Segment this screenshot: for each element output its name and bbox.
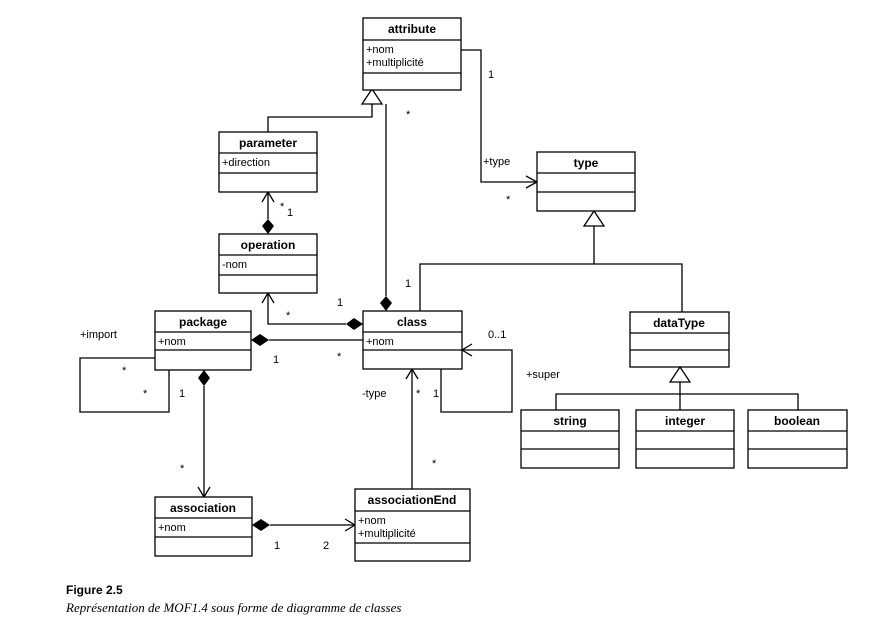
class-association-attr-nom: +nom	[158, 522, 186, 534]
mult-assoc-end-two: 2	[323, 540, 329, 552]
package-class-diamond	[251, 334, 269, 346]
mult-op-class-many: *	[286, 310, 291, 322]
mult-param-op-one: 1	[287, 207, 293, 219]
class-attribute-name: attribute	[388, 22, 436, 36]
mult-class-attr-many: *	[406, 109, 411, 121]
datatype-generalization-triangle	[668, 365, 692, 383]
class-associationend-attr-multiplicite: +multiplicité	[358, 528, 416, 540]
class-type-generalization	[419, 226, 595, 312]
class-datatype: dataType	[629, 311, 730, 368]
class-class-name: class	[397, 315, 427, 329]
datatype-type-generalization	[594, 263, 683, 312]
class-attribute-attr-nom: +nom	[366, 44, 394, 56]
mult-op-class-one: 1	[337, 297, 343, 309]
class-association-name: association	[170, 501, 236, 515]
association-associationend-diamond	[252, 519, 270, 531]
class-class-attr-nom: +nom	[366, 336, 394, 348]
class-integer-name: integer	[665, 414, 705, 428]
class-parameter: parameter +direction	[218, 131, 318, 193]
mult-end-class-many: *	[416, 388, 421, 400]
class-string-name: string	[553, 414, 586, 428]
class-boolean-name: boolean	[774, 414, 820, 428]
class-operation: operation -nom	[218, 233, 318, 294]
role-class-super: +super	[526, 369, 560, 381]
mult-pkg-import-many-b: *	[143, 388, 148, 400]
mult-pkg-class-many: *	[337, 351, 342, 363]
class-parameter-attr-direction: +direction	[222, 157, 270, 169]
class-integer: integer	[635, 409, 735, 469]
mult-class-type-one: 1	[405, 278, 411, 290]
figure-number: Figure 2.5	[66, 583, 123, 597]
mult-end-many: *	[432, 458, 437, 470]
mult-param-op-many: *	[280, 201, 285, 213]
class-association: association +nom	[154, 496, 253, 557]
mult-attr-type-many: *	[506, 194, 511, 206]
class-operation-name: operation	[241, 238, 296, 252]
attribute-generalization-triangle	[360, 87, 384, 105]
mult-class-self-one: 1	[433, 388, 439, 400]
class-parameter-name: parameter	[239, 136, 297, 150]
datatype-generalization-branch	[555, 393, 799, 410]
class-package: package +nom	[154, 310, 252, 371]
class-datatype-name: dataType	[653, 316, 705, 330]
class-super-self-association	[440, 349, 513, 413]
class-attribute-attr-multiplicite: +multiplicité	[366, 57, 424, 69]
class-attribute: attribute +nom +multiplicité	[362, 17, 462, 91]
class-string: string	[520, 409, 620, 469]
package-import-self-association	[79, 357, 170, 413]
class-package-attr-nom: +nom	[158, 336, 186, 348]
class-package-name: package	[179, 315, 227, 329]
mult-pkg-import-many-a: *	[122, 365, 127, 377]
class-associationend-attr-nom: +nom	[358, 515, 386, 527]
role-attr-type: +type	[483, 156, 510, 168]
package-association-diamond	[198, 370, 210, 386]
operation-parameter-diamond	[262, 219, 274, 234]
class-associationend-name: associationEnd	[368, 493, 457, 507]
attribute-type-association	[461, 49, 537, 183]
class-type: type	[536, 151, 636, 212]
mult-attr-type-one: 1	[488, 69, 494, 81]
class-attribute-diamond	[380, 296, 392, 311]
class-type-name: type	[574, 156, 599, 170]
mult-pkg-class-one: 1	[273, 354, 279, 366]
figure-caption: Représentation de MOF1.4 sous forme de d…	[66, 600, 402, 615]
type-generalization-triangle	[582, 209, 606, 227]
mult-pkg-assoc-many: *	[180, 463, 185, 475]
role-package-import: +import	[80, 329, 117, 341]
class-boolean: boolean	[747, 409, 848, 469]
role-class-type: -type	[362, 388, 386, 400]
parameter-attribute-generalization	[267, 104, 373, 132]
class-operation-diamond	[346, 318, 363, 330]
mult-class-super: 0..1	[488, 329, 506, 341]
class-operation-attr-nom: -nom	[222, 259, 247, 271]
class-operation-composition	[267, 293, 346, 325]
class-class: class +nom	[362, 310, 463, 370]
mult-pkg-assoc-one: 1	[179, 388, 185, 400]
class-associationend: associationEnd +nom +multiplicité	[354, 488, 471, 562]
mult-assoc-end-one: 1	[274, 540, 280, 552]
